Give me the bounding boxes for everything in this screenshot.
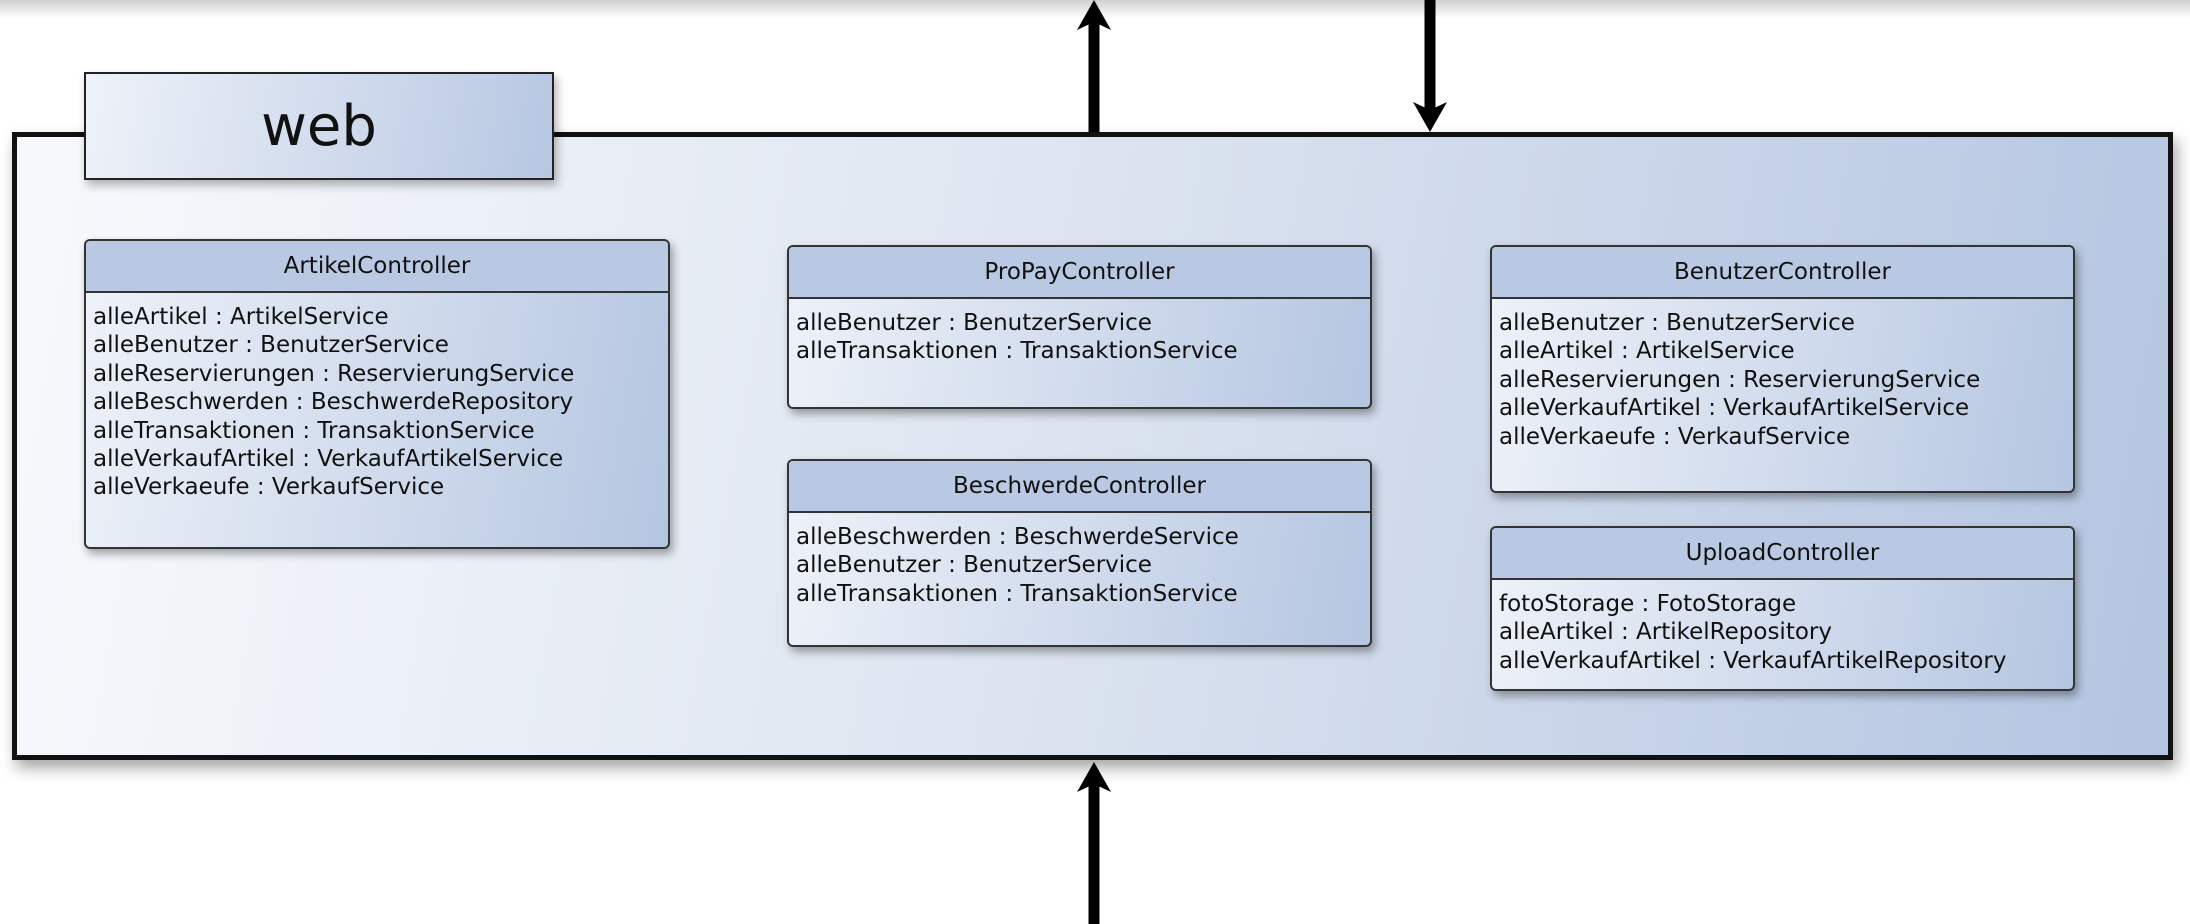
class-propay-controller[interactable]: ProPayController alleBenutzer : Benutzer… xyxy=(787,245,1372,409)
class-beschwerde-controller[interactable]: BeschwerdeController alleBeschwerden : B… xyxy=(787,459,1372,647)
attribute-list: alleBeschwerden : BeschwerdeService alle… xyxy=(789,513,1370,608)
attribute: alleTransaktionen : TransaktionService xyxy=(796,338,1238,365)
attribute: alleArtikel : ArtikelService xyxy=(93,304,389,330)
class-name: UploadController xyxy=(1492,528,2073,580)
attribute: fotoStorage : FotoStorage xyxy=(1499,591,1797,617)
outgoing-arrow-top xyxy=(1077,0,1111,132)
attribute: alleBenutzer : BenutzerService xyxy=(1499,310,1855,336)
attribute: alleTransaktionen : TransaktionService xyxy=(93,417,535,444)
attribute: alleBeschwerden : BeschwerdeRepository xyxy=(93,389,574,416)
package-name-tab: web xyxy=(84,72,554,180)
attribute: alleBenutzer : BenutzerService xyxy=(796,310,1152,336)
class-artikel-controller[interactable]: ArtikelController alleArtikel : ArtikelS… xyxy=(84,239,670,549)
incoming-arrow-top xyxy=(1413,0,1447,132)
outgoing-arrow-bottom xyxy=(1077,762,1111,924)
attribute: alleVerkaufArtikel : VerkaufArtikelRepos… xyxy=(1499,647,2007,674)
attribute: alleArtikel : ArtikelRepository xyxy=(1499,619,1832,646)
attribute: alleReservierungen : ReservierungService xyxy=(93,360,575,387)
attribute: alleBenutzer : BenutzerService xyxy=(93,332,449,359)
class-name: ProPayController xyxy=(789,247,1370,299)
class-benutzer-controller[interactable]: BenutzerController alleBenutzer : Benutz… xyxy=(1490,245,2075,493)
attribute-list: alleBenutzer : BenutzerService alleTrans… xyxy=(789,299,1370,366)
attribute: alleVerkaufArtikel : VerkaufArtikelServi… xyxy=(1499,395,1970,422)
attribute: alleReservierungen : ReservierungService xyxy=(1499,366,1981,393)
class-name: BenutzerController xyxy=(1492,247,2073,299)
class-upload-controller[interactable]: UploadController fotoStorage : FotoStora… xyxy=(1490,526,2075,691)
attribute: alleTransaktionen : TransaktionService xyxy=(796,580,1238,607)
class-name: BeschwerdeController xyxy=(789,461,1370,513)
attribute: alleVerkaeufe : VerkaufService xyxy=(1499,423,1851,450)
attribute-list: alleBenutzer : BenutzerService alleArtik… xyxy=(1492,299,2073,451)
attribute: alleBenutzer : BenutzerService xyxy=(796,552,1152,579)
attribute: alleVerkaeufe : VerkaufService xyxy=(93,474,445,501)
class-name: ArtikelController xyxy=(86,241,668,293)
attribute-list: fotoStorage : FotoStorage alleArtikel : … xyxy=(1492,580,2073,675)
attribute: alleBeschwerden : BeschwerdeService xyxy=(796,524,1239,550)
attribute-list: alleArtikel : ArtikelService alleBenutze… xyxy=(86,293,668,502)
package-name: web xyxy=(261,93,377,159)
attribute: alleVerkaufArtikel : VerkaufArtikelServi… xyxy=(93,446,564,473)
attribute: alleArtikel : ArtikelService xyxy=(1499,338,1795,365)
